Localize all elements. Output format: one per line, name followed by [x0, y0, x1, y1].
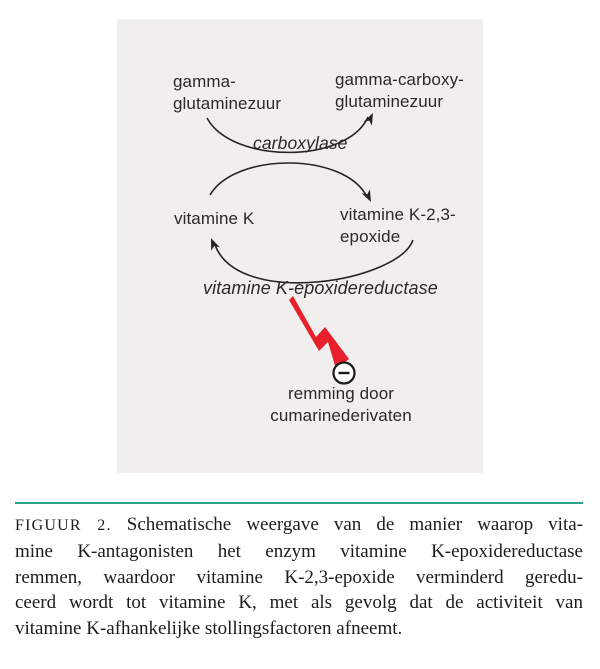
carboxylase-arrow-curve [206, 116, 369, 154]
node-gamma-carboxy-line1: gamma-carboxy- [335, 70, 464, 89]
inhibition-label-line1: remming door [287, 384, 395, 403]
figure-number-label: FIGUUR 2. [15, 517, 112, 534]
caption-line: ceerd wordt tot vitamine K, met als gevo… [15, 592, 583, 614]
node-vitamine-k-epoxide: vitamine K-2,3- epoxide [340, 204, 456, 248]
vitamin-k-cycle-graphics [206, 113, 414, 385]
node-gamma-glutaminezuur-line2: glutaminezuur [173, 94, 282, 113]
caption-line: vitamine K-afhankelijke stollingsfactore… [15, 618, 403, 640]
caption-divider-rule [15, 502, 583, 504]
node-epoxide-line1: vitamine K-2,3- [340, 205, 456, 224]
caption-line: FIGUUR 2. Schematische weergave van de m… [15, 512, 583, 539]
caption-line: mine K-antagonisten het enzym vitamine K… [15, 540, 583, 562]
node-gamma-glutaminezuur: gamma- glutaminezuur [173, 71, 281, 115]
node-gamma-carboxy-line2: glutaminezuur [335, 92, 444, 111]
inhibition-label: remming door cumarinederivaten [221, 383, 461, 427]
node-gamma-carboxy-glutaminezuur: gamma-carboxy- glutaminezuur [335, 69, 464, 113]
arrowhead-to-vitamine-k [211, 238, 220, 251]
arrowhead-to-gamma-carboxy [363, 113, 373, 126]
caption-line: remmen, waardoor vitamine K-2,3-epoxide … [15, 566, 583, 588]
inhibition-label-line2: cumarinederivaten [270, 406, 412, 425]
node-vitamine-k: vitamine K [174, 209, 255, 228]
vitamine-k-to-epoxide-curve [209, 162, 368, 198]
enzyme-epoxidereductase-label: vitamine K-epoxidereductase [203, 278, 438, 298]
figure-diagram-box: gamma- glutaminezuur gamma-carboxy- glut… [117, 19, 483, 473]
node-epoxide-line2: epoxide [340, 227, 401, 246]
arrowhead-to-epoxide [361, 189, 371, 202]
epoxidereductase-arrow-curve [214, 239, 414, 284]
enzyme-carboxylase-label: carboxylase [253, 133, 348, 153]
lightning-bolt-icon [289, 296, 349, 369]
node-gamma-glutaminezuur-line1: gamma- [173, 72, 236, 91]
caption-line1-text: Schematische weergave van de manier waar… [111, 514, 583, 535]
figure-caption: FIGUUR 2. Schematische weergave van de m… [15, 512, 583, 642]
